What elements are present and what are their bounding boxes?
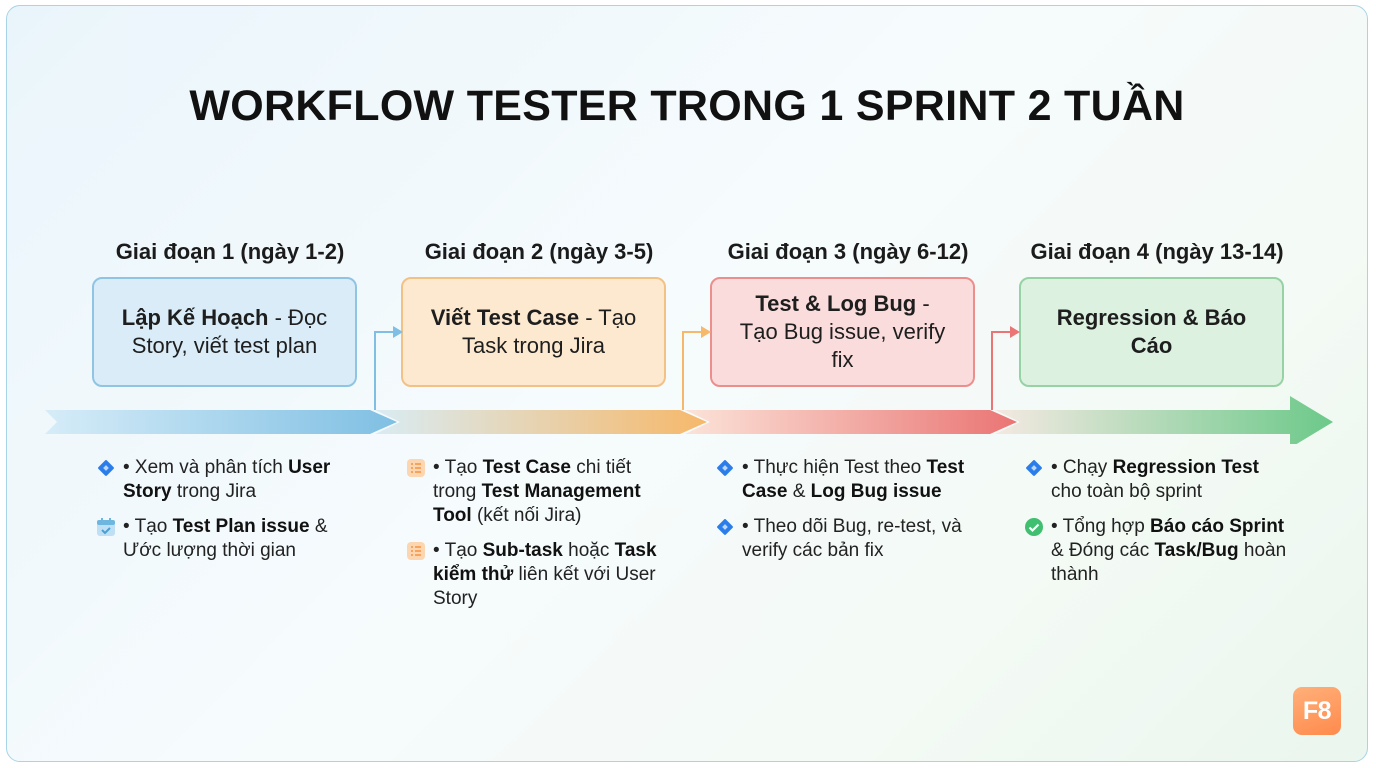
diamond-icon xyxy=(1023,457,1045,479)
plain-text: • Tạo xyxy=(123,516,173,537)
stage-1-box: Lập Kế Hoạch - Đọc Story, viết test plan xyxy=(92,277,357,387)
stage-1-heading: Giai đoạn 1 (ngày 1-2) xyxy=(115,239,345,264)
list-item: • Tổng hợp Báo cáo Sprint & Đóng các Tas… xyxy=(1023,515,1293,587)
plain-text: chi tiết trong xyxy=(433,457,632,502)
list-icon xyxy=(405,540,427,562)
plain-text: hoàn thành xyxy=(1051,540,1287,585)
stage-1-items: • Xem và phân tích User Story trong Jira… xyxy=(95,456,355,574)
plain-text: • Xem và phân tích xyxy=(123,457,289,478)
list-item-text: • Chạy Regression Test cho toàn bộ sprin… xyxy=(1051,456,1293,504)
stage-1-box-bold: Lập Kế Hoạch xyxy=(121,305,269,330)
bold-text: Sub-task xyxy=(482,540,563,561)
plain-text: cho toàn bộ sprint xyxy=(1051,481,1203,502)
list-item: • Xem và phân tích User Story trong Jira xyxy=(95,456,355,504)
bold-text: Log Bug issue xyxy=(810,481,942,502)
stage-2-items: • Tạo Test Case chi tiết trong Test Mana… xyxy=(405,456,665,622)
plain-text: hoặc xyxy=(562,540,615,561)
diamond-icon xyxy=(95,457,117,479)
list-item: • Chạy Regression Test cho toàn bộ sprin… xyxy=(1023,456,1293,504)
stage-2-box: Viết Test Case - Tạo Task trong Jira xyxy=(401,277,666,387)
stage-2-box-bold: Viết Test Case xyxy=(430,305,580,330)
stage-3-heading: Giai đoạn 3 (ngày 6-12) xyxy=(727,239,969,264)
calendar-icon xyxy=(95,516,117,538)
plain-text: trong Jira xyxy=(171,481,257,502)
list-item-text: • Xem và phân tích User Story trong Jira xyxy=(123,456,355,504)
timeline-segment-4 xyxy=(995,396,1333,444)
timeline-segment-1 xyxy=(45,410,397,434)
plain-text: • Thực hiện Test theo xyxy=(742,457,927,478)
page-title: WORKFLOW TESTER TRONG 1 SPRINT 2 TUẦN xyxy=(189,82,1185,130)
bold-text: Test Plan issue xyxy=(172,516,310,537)
stage-4-box-bold: Regression & Báo Cáo xyxy=(1056,305,1247,358)
check-icon xyxy=(1023,516,1045,538)
list-item-text: • Tạo Test Plan issue & Ước lượng thời g… xyxy=(123,515,355,563)
connector-3-arrowhead xyxy=(701,326,711,338)
timeline-arrow xyxy=(45,396,1333,444)
list-item: • Thực hiện Test theo Test Case & Log Bu… xyxy=(714,456,974,504)
list-item: • Tạo Test Case chi tiết trong Test Mana… xyxy=(405,456,665,528)
bold-text: User Story xyxy=(123,457,331,502)
plain-text: & Ước lượng thời gian xyxy=(123,516,328,561)
list-item-text: • Tạo Test Case chi tiết trong Test Mana… xyxy=(433,456,665,528)
stage-1-box-rest: - Đọc Story, viết test plan xyxy=(131,305,328,358)
list-item-text: • Thực hiện Test theo Test Case & Log Bu… xyxy=(742,456,974,504)
bold-text: Test Case xyxy=(482,457,571,478)
diagram-canvas: WORKFLOW TESTER TRONG 1 SPRINT 2 TUẦN Gi… xyxy=(6,5,1368,762)
stage-3-box-bold: Test & Log Bug xyxy=(755,291,917,316)
list-item: • Tạo Sub-task hoặc Task kiểm thử liên k… xyxy=(405,539,665,611)
connector-4 xyxy=(991,331,1012,410)
timeline-segment-2 xyxy=(375,410,707,434)
list-item: • Theo dõi Bug, re-test, và verify các b… xyxy=(714,515,974,563)
plain-text: & Đóng các xyxy=(1051,540,1155,561)
bold-text: Báo cáo Sprint xyxy=(1150,516,1285,537)
bold-text: Test Management Tool xyxy=(433,481,641,526)
stage-4-box: Regression & Báo Cáo xyxy=(1019,277,1284,387)
stage-3-items: • Thực hiện Test theo Test Case & Log Bu… xyxy=(714,456,974,574)
diamond-icon xyxy=(714,457,736,479)
stage-3-box: Test & Log Bug - Tạo Bug issue, verify f… xyxy=(710,277,975,387)
stage-4-items: • Chạy Regression Test cho toàn bộ sprin… xyxy=(1023,456,1293,598)
diamond-icon xyxy=(714,516,736,538)
plain-text: & xyxy=(787,481,811,502)
connector-2-arrowhead xyxy=(393,326,403,338)
f8-logo: F8 xyxy=(1293,687,1341,735)
list-item-text: • Theo dõi Bug, re-test, và verify các b… xyxy=(742,515,974,563)
list-item-text: • Tổng hợp Báo cáo Sprint & Đóng các Tas… xyxy=(1051,515,1293,587)
bold-text: Task/Bug xyxy=(1154,540,1239,561)
bold-text: Task kiểm thử xyxy=(433,540,657,585)
list-item: • Tạo Test Plan issue & Ước lượng thời g… xyxy=(95,515,355,563)
plain-text: • Tạo xyxy=(433,457,483,478)
stage-2-box-rest: - Tạo Task trong Jira xyxy=(461,305,637,358)
connector-3 xyxy=(682,331,703,410)
plain-text: liên kết với User Story xyxy=(433,564,656,609)
plain-text: • Chạy xyxy=(1051,457,1113,478)
bold-text: Test Case xyxy=(742,457,965,502)
timeline-segment-3 xyxy=(685,410,1017,434)
stage-3-box-rest: - Tạo Bug issue, verify fix xyxy=(739,291,946,372)
stage-2-heading: Giai đoạn 2 (ngày 3-5) xyxy=(424,239,654,264)
plain-text: • Tổng hợp xyxy=(1051,516,1151,537)
list-icon xyxy=(405,457,427,479)
bold-text: Regression Test xyxy=(1112,457,1259,478)
connector-lines xyxy=(374,326,1020,410)
plain-text: • Theo dõi Bug, re-test, và verify các b… xyxy=(742,516,962,561)
list-item-text: • Tạo Sub-task hoặc Task kiểm thử liên k… xyxy=(433,539,665,611)
stage-4-heading: Giai đoạn 4 (ngày 13-14) xyxy=(1030,239,1284,264)
connector-2 xyxy=(374,331,395,410)
connector-4-arrowhead xyxy=(1010,326,1020,338)
plain-text: • Tạo xyxy=(433,540,483,561)
plain-text: (kết nối Jira) xyxy=(471,505,582,526)
